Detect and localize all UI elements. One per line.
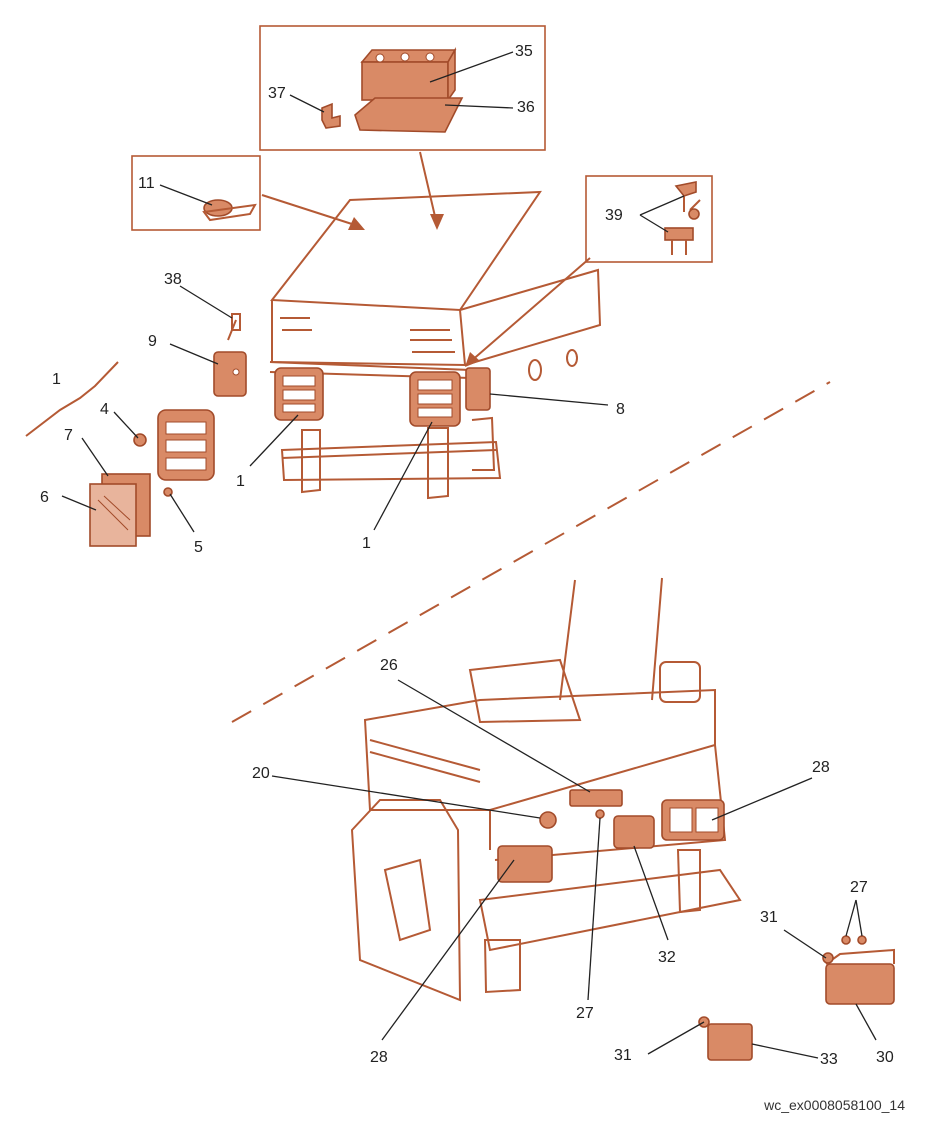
callout-6: 6: [40, 489, 49, 506]
section-divider: [231, 381, 831, 723]
callout-11: 11: [138, 175, 155, 192]
callout-39: 39: [605, 207, 623, 224]
horn-detail-box: [131, 155, 261, 231]
connector-26: [569, 789, 623, 807]
bulb-27: [595, 809, 605, 819]
callout-27: 27: [850, 879, 868, 896]
callout-38: 38: [164, 271, 182, 288]
light-32: [613, 815, 655, 849]
callout-5: 5: [194, 539, 203, 556]
tractor-rear-assembly: [350, 577, 742, 1002]
exploded-lower-lights: [698, 935, 895, 1061]
callout-26: 26: [380, 657, 398, 674]
rear-light-28-left: [497, 845, 553, 883]
bulb-38: [227, 313, 241, 341]
callout-9: 9: [148, 333, 157, 350]
callout-7: 7: [64, 427, 73, 444]
callout-4: 4: [100, 401, 109, 418]
callout-35: 35: [515, 43, 533, 60]
callout-31: 31: [614, 1047, 632, 1064]
bulb-27b-2: [857, 935, 867, 945]
callout-28: 28: [370, 1049, 388, 1066]
callout-31: 31: [760, 909, 778, 926]
reflector-8: [465, 367, 491, 411]
exploded-rear-light: [25, 313, 247, 547]
reflector-9: [213, 351, 247, 397]
callout-20: 20: [252, 765, 270, 782]
callout-1: 1: [362, 535, 371, 552]
lower-lights: [497, 789, 725, 883]
battery-tray: [354, 97, 464, 133]
callout-30: 30: [876, 1049, 894, 1066]
socket-20: [539, 811, 557, 829]
detail-arrows: [261, 151, 591, 367]
leader-lines: [61, 285, 877, 1059]
battery-detail-box: [259, 25, 546, 151]
bulb-27b-1: [841, 935, 851, 945]
callout-28: 28: [812, 759, 830, 776]
callout-36: 36: [517, 99, 535, 116]
callout-1: 1: [236, 473, 245, 490]
light-30: [825, 963, 895, 1005]
battery-clamp: [321, 102, 341, 129]
wiring-harness-1: [25, 361, 119, 437]
light-33: [707, 1023, 753, 1061]
rear-light-right: [409, 371, 461, 427]
battery-switch-key: [674, 181, 697, 197]
bulb-31a: [822, 952, 834, 964]
callout-labels: 35 36 37 11 39 38 9 1 4 7 6 5 1 1 8 26 2…: [40, 43, 894, 1068]
reference-code: wc_ex0008058100_14: [764, 1097, 905, 1113]
callout-32: 32: [658, 949, 676, 966]
callout-37: 37: [268, 85, 286, 102]
switch-detail-box: [585, 175, 713, 263]
callout-33: 33: [820, 1051, 838, 1068]
callout-27: 27: [576, 1005, 594, 1022]
callout-1: 1: [52, 371, 61, 388]
callout-8: 8: [616, 401, 625, 418]
cab-rear-assembly: [269, 190, 602, 500]
rear-light-left: [274, 367, 324, 421]
